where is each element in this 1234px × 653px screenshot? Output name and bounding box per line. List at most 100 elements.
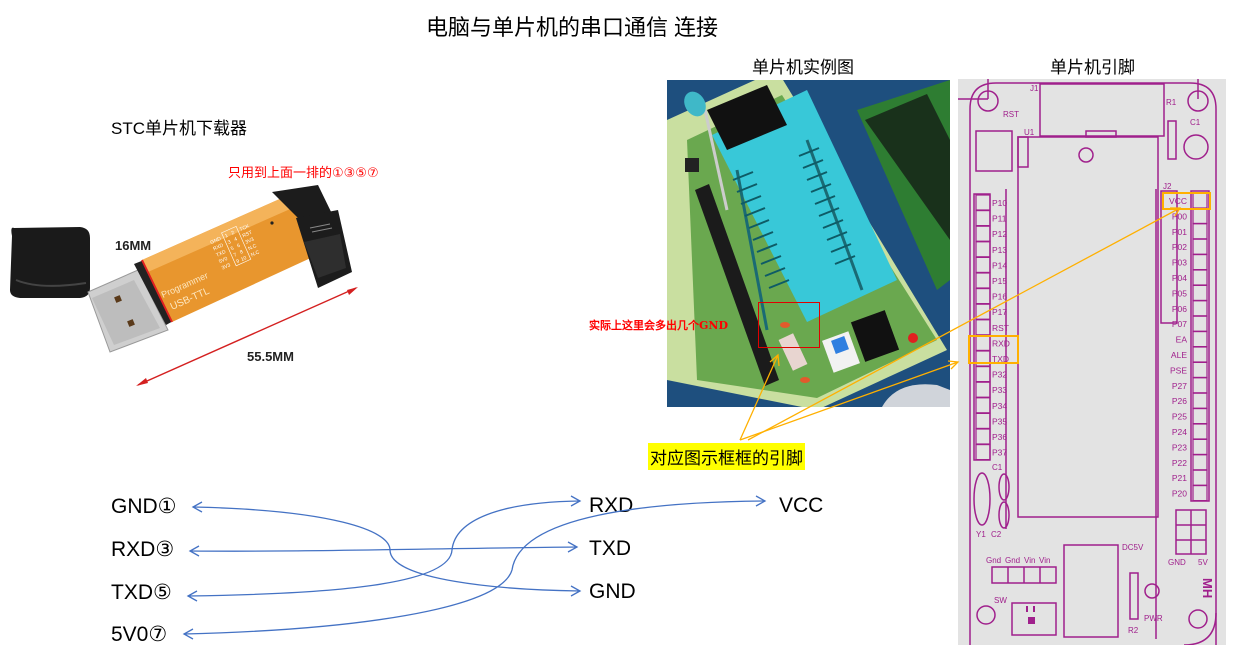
pinout-rxd: RXD	[212, 242, 224, 252]
arrowhead-right	[567, 541, 579, 553]
photo-caption: 单片机实例图	[752, 58, 854, 77]
pin-label-p20: P20	[1172, 489, 1187, 499]
page-title: 电脑与单片机的串口通信 连接	[425, 15, 719, 40]
gnd-highlight-box	[758, 302, 820, 348]
pin-pad	[1192, 454, 1208, 471]
idc-connector	[272, 185, 352, 288]
pin-num: 7	[233, 252, 238, 259]
pin-num: 9	[236, 258, 241, 265]
wire-right-rxd: RXD	[589, 494, 634, 517]
pin-pad	[975, 444, 991, 461]
pin-num: 3	[227, 239, 232, 246]
wire-right-txd: TXD	[589, 537, 631, 560]
pin-num: 6	[236, 243, 241, 250]
label-y1: Y1	[976, 530, 986, 539]
length-dimension-arrow	[136, 287, 358, 386]
pin-label-rxd: RXD	[992, 338, 1010, 348]
pin-pad	[975, 366, 991, 383]
downloader-note: 只用到上面一排的①③⑤⑦	[228, 165, 379, 180]
pin-pad	[1192, 284, 1208, 301]
vcc-highlight-box	[1162, 192, 1211, 210]
pin-label-rst: RST	[992, 323, 1009, 333]
pin-label-p07: P07	[1172, 319, 1187, 329]
label-5v: 5V	[1198, 558, 1208, 567]
label-gnd1: Gnd	[986, 556, 1001, 565]
pin-pad	[1192, 300, 1208, 317]
pin-label-p22: P22	[1172, 458, 1187, 468]
pin-label-vcc: VCC	[1169, 196, 1187, 206]
pin-num: 4	[233, 236, 238, 243]
arrowhead-right	[570, 585, 582, 597]
arrowhead-left	[188, 545, 200, 557]
pin-num: 5	[230, 245, 235, 252]
pin-pad	[975, 256, 991, 273]
label-c2: C2	[991, 530, 1002, 539]
pin-pad	[975, 272, 991, 289]
pin-label-ale: ALE	[1171, 350, 1187, 360]
pin-pad	[975, 428, 991, 445]
pin-pad	[975, 225, 991, 242]
pin-label-pse: PSE	[1170, 365, 1187, 375]
pin-pad	[1192, 192, 1208, 209]
pin-num: 2	[231, 230, 236, 237]
pinout-3v3-r: 3V3	[244, 236, 255, 245]
extra-gnd-note: 实际上这里会多出几个GND	[589, 319, 728, 332]
pin-label-p10: P10	[992, 198, 1007, 208]
arrowhead-right	[755, 495, 767, 507]
pin-pad	[975, 319, 991, 336]
pin-label-p14: P14	[992, 260, 1007, 270]
pin-pad	[1192, 238, 1208, 255]
downloader-caption: STC单片机下载器	[111, 119, 247, 138]
pin-label-p15: P15	[992, 276, 1007, 286]
pin-pad	[1192, 269, 1208, 286]
pin-pad	[975, 334, 991, 351]
pin-num: 10	[240, 255, 248, 263]
pin-label-p04: P04	[1172, 273, 1187, 283]
pcb-pinmap: J1 RST U1 R1 C1 J2 C1 Y1 C2 DC5V Gnd Gnd…	[958, 79, 1226, 646]
length-label: 55.5MM	[247, 349, 294, 364]
wire-left-rxd: RXD③	[111, 538, 175, 561]
pin-label-p00: P00	[1172, 211, 1187, 221]
pin-pad	[1192, 223, 1208, 240]
label-gnd2: Gnd	[1005, 556, 1020, 565]
pinout-gnd: GND	[210, 236, 223, 246]
pin-label-p11: P11	[992, 214, 1007, 224]
label-gnd: GND	[1168, 558, 1186, 567]
wire-rxd	[187, 500, 581, 597]
pin-pad	[975, 303, 991, 320]
pinout-nc2: N.C	[250, 249, 261, 258]
wire-left-gnd: GND①	[111, 495, 177, 518]
pin-label-p27: P27	[1172, 381, 1187, 391]
right-pin-column: VCCP00P01P02P03P04P05P06P07EAALEPSEP27P2…	[1169, 192, 1208, 502]
wire-vcc	[183, 500, 766, 635]
pin-label-p02: P02	[1172, 242, 1187, 252]
pin-label-p12: P12	[992, 229, 1007, 239]
pin-label-p13: P13	[992, 245, 1007, 255]
pin-label-p34: P34	[992, 401, 1007, 411]
pin-label-p25: P25	[1172, 412, 1187, 422]
label-vin1: Vin	[1024, 556, 1035, 565]
pin-label-p05: P05	[1172, 288, 1187, 298]
board-photo-art	[667, 80, 950, 407]
pin-pad	[1192, 331, 1208, 348]
pin-label-p01: P01	[1172, 227, 1187, 237]
label-j1: J1	[1030, 84, 1039, 93]
pin-label-p24: P24	[1172, 427, 1187, 437]
label-pwr: PWR	[1144, 614, 1163, 623]
label-mh: MH	[1200, 578, 1215, 598]
pcb-outline: J1 RST U1 R1 C1 J2 C1 Y1 C2 DC5V Gnd Gnd…	[958, 79, 1217, 646]
label-sw: SW	[994, 596, 1007, 605]
arrowhead-left	[191, 501, 203, 513]
wire-right-gnd: GND	[589, 580, 636, 603]
pin-pad	[1192, 361, 1208, 378]
label-r1: R1	[1166, 98, 1177, 107]
pin-label-p16: P16	[992, 292, 1007, 302]
pin-pad	[1192, 377, 1208, 394]
pinout-rst: RST	[242, 230, 254, 240]
left-pin-column: P10P11P12P13P14P15P16P17RSTRXDTXDP32P33P…	[975, 194, 1010, 461]
pin-pad	[975, 288, 991, 305]
pinout-nc1: N.C	[247, 243, 258, 252]
pin-label-p26: P26	[1172, 396, 1187, 406]
label-j2: J2	[1163, 182, 1172, 191]
pin-pad	[975, 241, 991, 258]
